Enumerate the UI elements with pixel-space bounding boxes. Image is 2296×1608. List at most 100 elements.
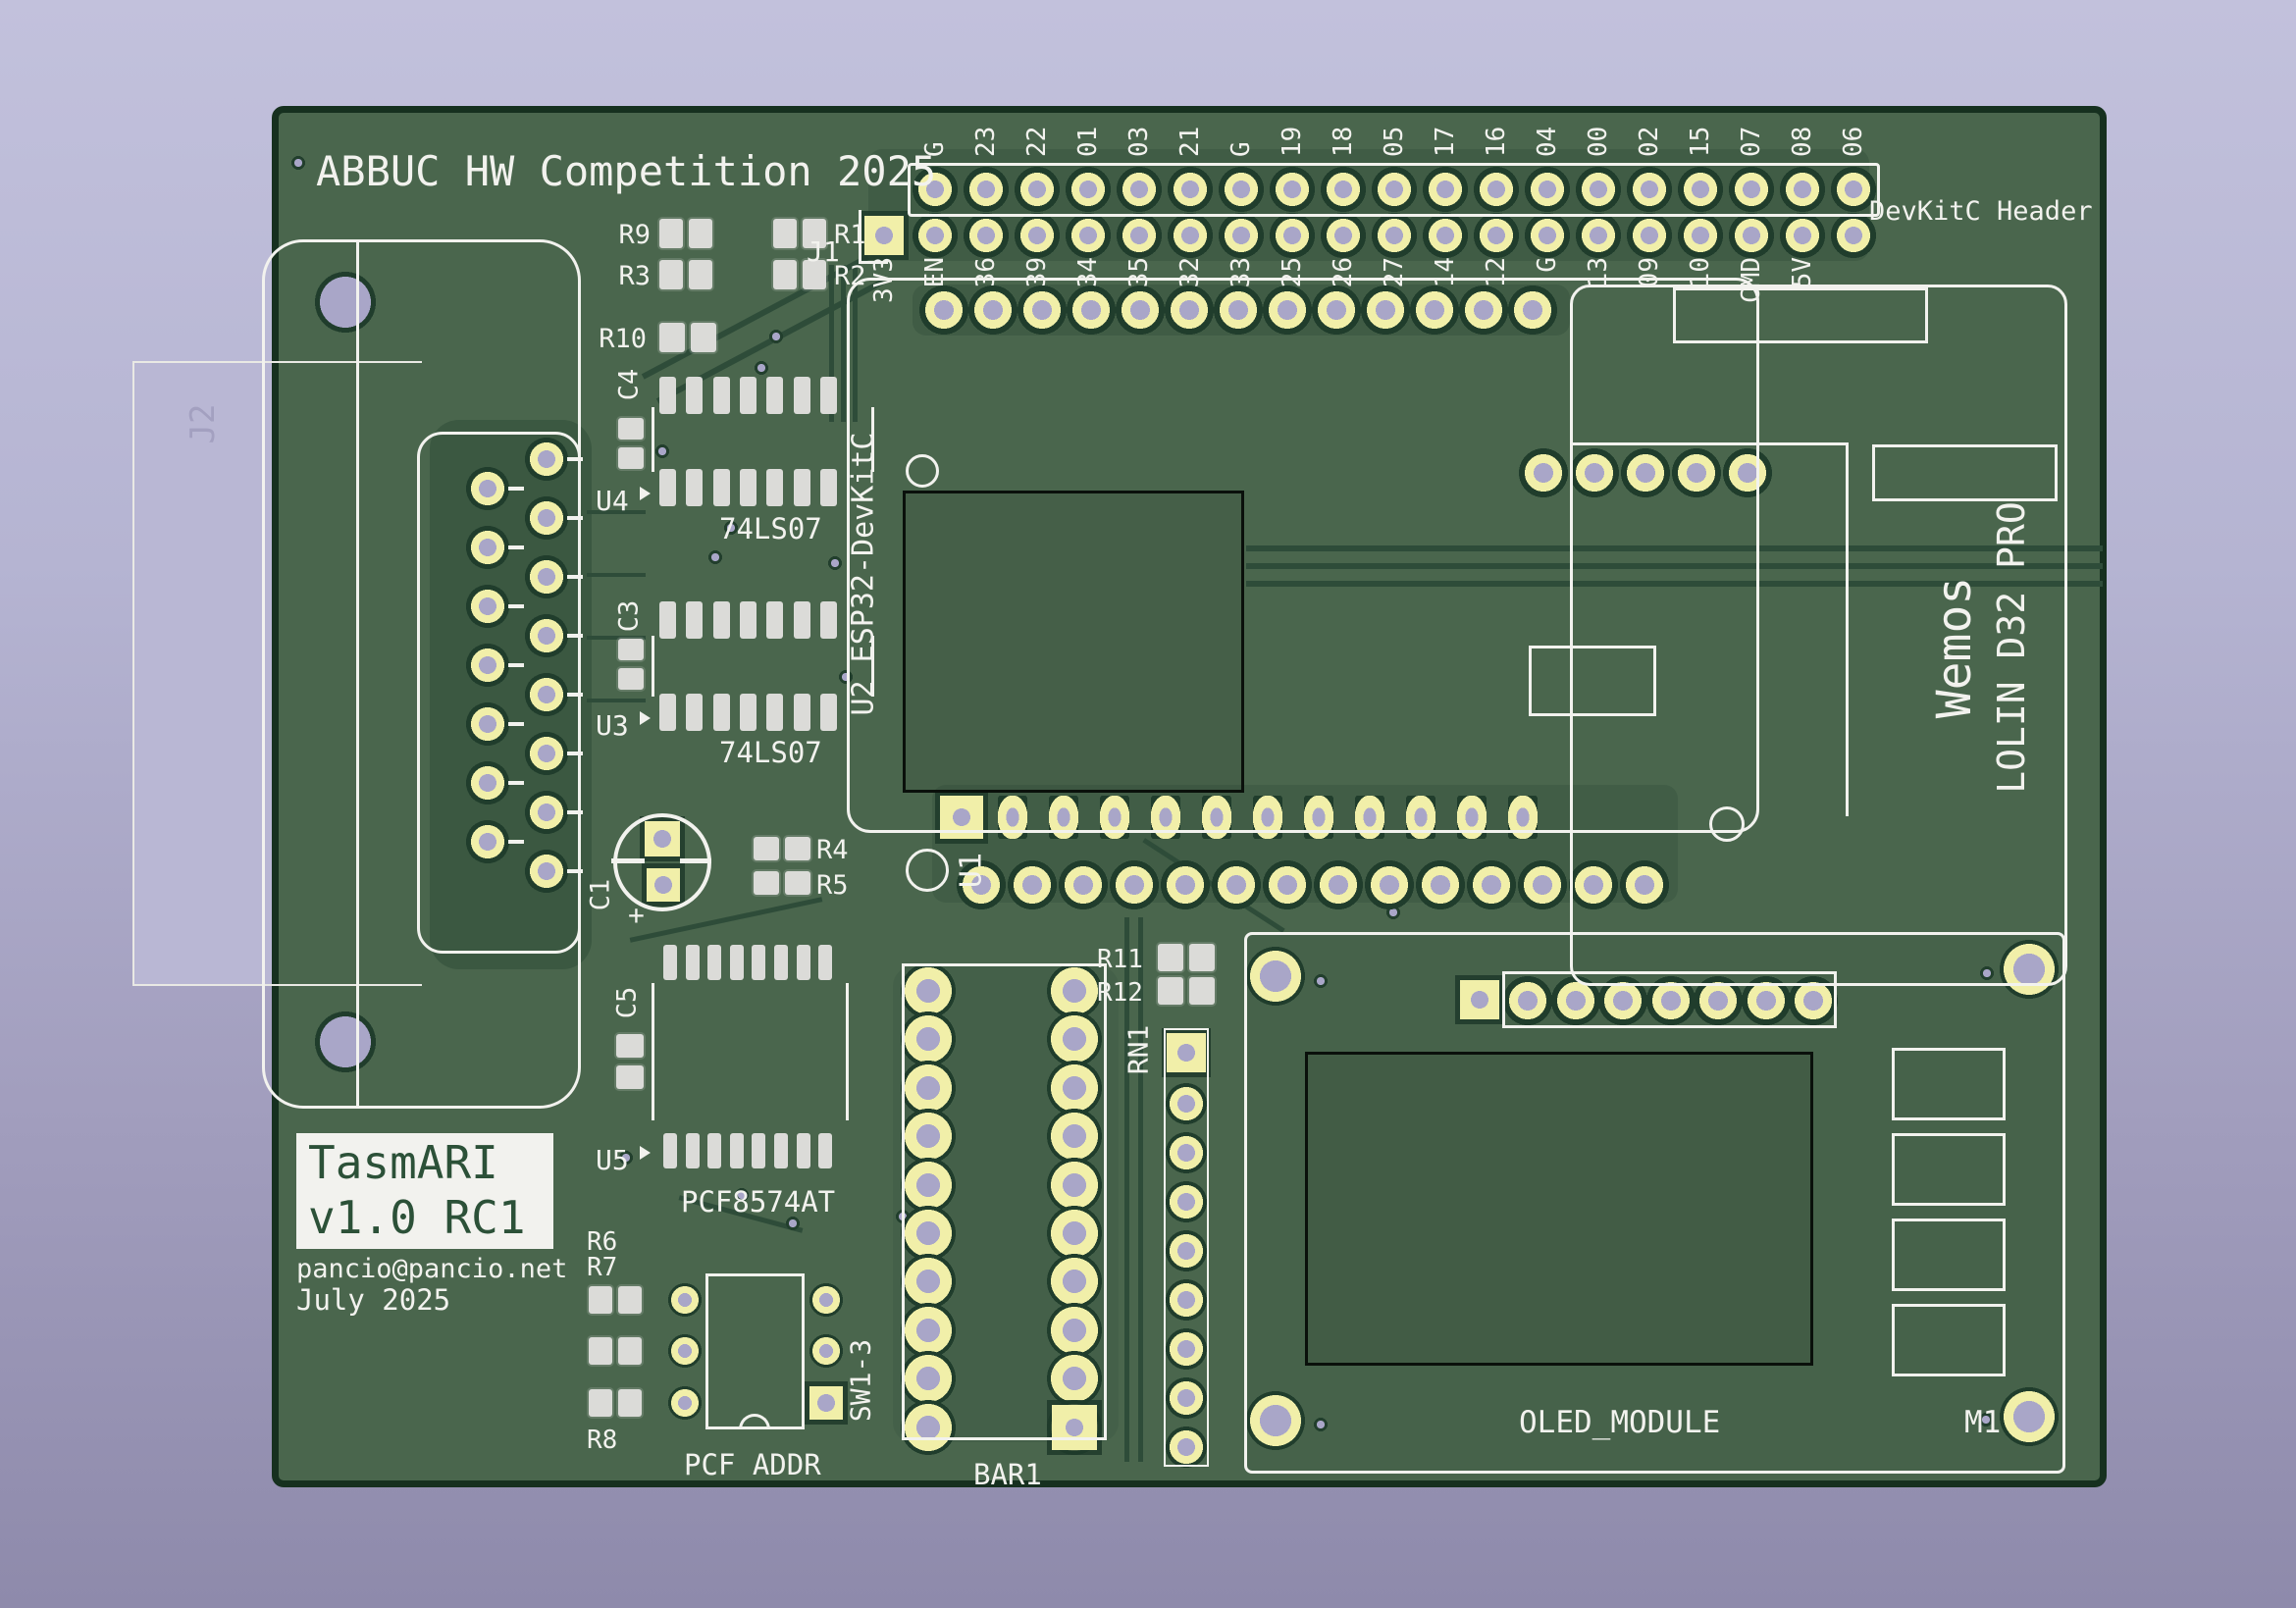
through-hole-pad — [1830, 166, 1877, 213]
header-pin-column: 06 — [1830, 93, 1877, 221]
smd-pad — [785, 871, 810, 895]
smd-pad — [686, 469, 704, 506]
u4-body-line — [871, 407, 874, 472]
trace — [1246, 563, 2103, 569]
trace — [587, 699, 646, 702]
smd-pad — [618, 668, 644, 690]
pin-label: 00 — [1584, 126, 1613, 157]
header-pin-column: 17 — [1422, 93, 1469, 221]
smd-pad — [659, 469, 676, 506]
through-hole-pad — [1473, 212, 1520, 259]
header-pin-column: 22 — [1014, 93, 1061, 221]
trace — [587, 510, 646, 514]
through-hole-pad — [1116, 212, 1163, 259]
wemos-jst-connector — [1529, 646, 1656, 716]
smd-pad — [752, 1133, 766, 1168]
through-hole-pad — [1116, 166, 1163, 213]
smd-pad — [1158, 944, 1183, 971]
u1-hole — [906, 849, 949, 892]
wemos-outline — [1570, 285, 2067, 986]
oled-button-outline — [1892, 1219, 2006, 1291]
through-hole-pad — [1830, 212, 1877, 259]
r3-label: R3 — [618, 261, 651, 291]
via — [1313, 1417, 1329, 1432]
via — [1978, 1412, 1994, 1427]
smd-pad — [766, 601, 784, 639]
oled-module-label: OLED_MODULE — [1519, 1405, 1721, 1440]
esp32-devkitc-outline — [847, 278, 1759, 833]
smd-pad — [773, 260, 797, 289]
oled-button-outline — [1892, 1048, 2006, 1120]
smd-pad — [729, 945, 744, 980]
j2-flange-divider — [356, 241, 359, 1107]
smd-pad — [766, 469, 784, 506]
dip-switch-pad — [667, 1282, 703, 1318]
smd-pad — [819, 377, 837, 414]
through-hole-pad — [1575, 166, 1622, 213]
through-hole-pad — [1422, 166, 1469, 213]
j1-ref-label: J1 — [807, 235, 840, 268]
dip-switch-outline — [705, 1273, 805, 1429]
smd-pad — [659, 260, 683, 289]
smd-pad — [712, 469, 730, 506]
smd-pad — [659, 219, 683, 248]
header-pin-column: 01 — [1065, 93, 1112, 221]
pin-label: 21 — [1175, 126, 1205, 157]
smd-pad — [659, 694, 676, 731]
via — [1313, 973, 1329, 989]
smd-pad — [1158, 977, 1183, 1005]
header-pin-column: 05 — [1371, 93, 1418, 221]
through-hole-pad — [912, 212, 959, 259]
wemos-inner-line — [1570, 442, 1846, 445]
c1-plus-label: + — [628, 899, 645, 931]
via — [754, 360, 769, 376]
through-hole-pad — [1218, 166, 1265, 213]
pin-label: 23 — [971, 126, 1001, 157]
via — [707, 549, 723, 565]
oled-button-outline — [1892, 1304, 2006, 1376]
r11-label: R11 — [1097, 945, 1143, 974]
u3-body-line — [871, 636, 874, 697]
esp32-module-hole — [906, 454, 939, 488]
smd-pad — [819, 694, 837, 731]
mounting-pad — [1245, 1390, 1306, 1451]
pin-label: 03 — [1124, 126, 1154, 157]
smd-pad — [739, 694, 757, 731]
oled-button-outline — [1892, 1133, 2006, 1206]
dip-switch-square-pad — [809, 1386, 843, 1420]
j1-pin1-bracket — [859, 261, 888, 264]
r7-label: R7 — [587, 1253, 618, 1282]
smd-pad — [689, 260, 712, 289]
u3-value-label: 74LS07 — [719, 736, 822, 769]
bar1-square-pad — [1052, 1405, 1097, 1450]
header-pin-column: 16 — [1473, 93, 1520, 221]
header-pin-column: 00 — [1575, 93, 1622, 221]
smd-pad — [739, 377, 757, 414]
smd-pad — [754, 871, 779, 895]
smd-pad — [618, 418, 644, 440]
smd-pad — [785, 837, 810, 860]
smd-pad — [618, 1337, 642, 1365]
smd-pad — [793, 694, 810, 731]
header-pin-column: 02 — [1626, 93, 1673, 221]
smd-pad — [773, 219, 797, 248]
header-pin-column: 07 — [1728, 93, 1775, 221]
trace — [841, 265, 846, 422]
via — [838, 669, 854, 685]
pin-label: 05 — [1380, 126, 1409, 157]
pin-label: 07 — [1737, 126, 1766, 157]
wemos-model-label: LOLIN D32 PRO — [1990, 501, 2033, 794]
pin-label: 04 — [1533, 126, 1562, 157]
wemos-display-connector — [1872, 444, 2058, 501]
esp32-shield-outline — [903, 491, 1244, 793]
trace — [1246, 581, 2103, 587]
project-name: TasmARI — [308, 1136, 498, 1189]
devkitc-header-outline — [908, 163, 1880, 217]
via — [290, 155, 306, 171]
smd-pad — [796, 945, 810, 980]
bar1-outline — [902, 963, 1107, 1440]
smd-pad — [689, 219, 712, 248]
dip-switch-pad — [809, 1333, 844, 1369]
pin-label: 08 — [1788, 126, 1817, 157]
smd-pad — [686, 601, 704, 639]
